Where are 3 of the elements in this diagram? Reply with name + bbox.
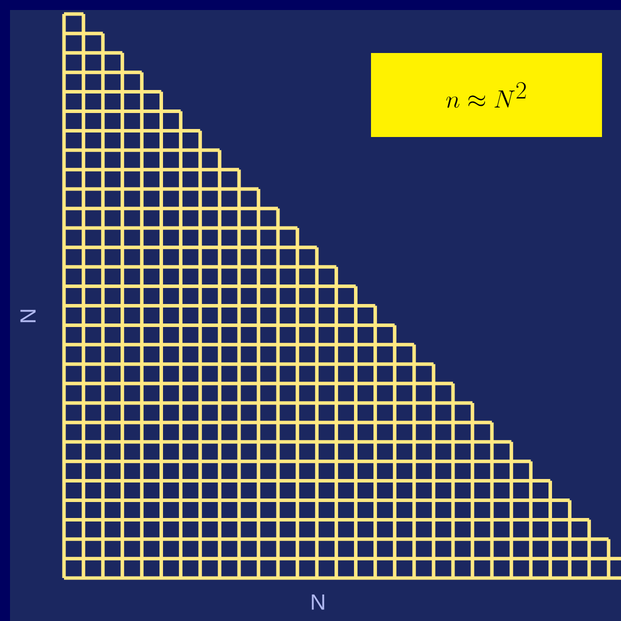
axis-label: N [312, 594, 324, 610]
axis-label: N [20, 310, 36, 322]
formula-box: $n \approx N^2$ [371, 53, 602, 137]
